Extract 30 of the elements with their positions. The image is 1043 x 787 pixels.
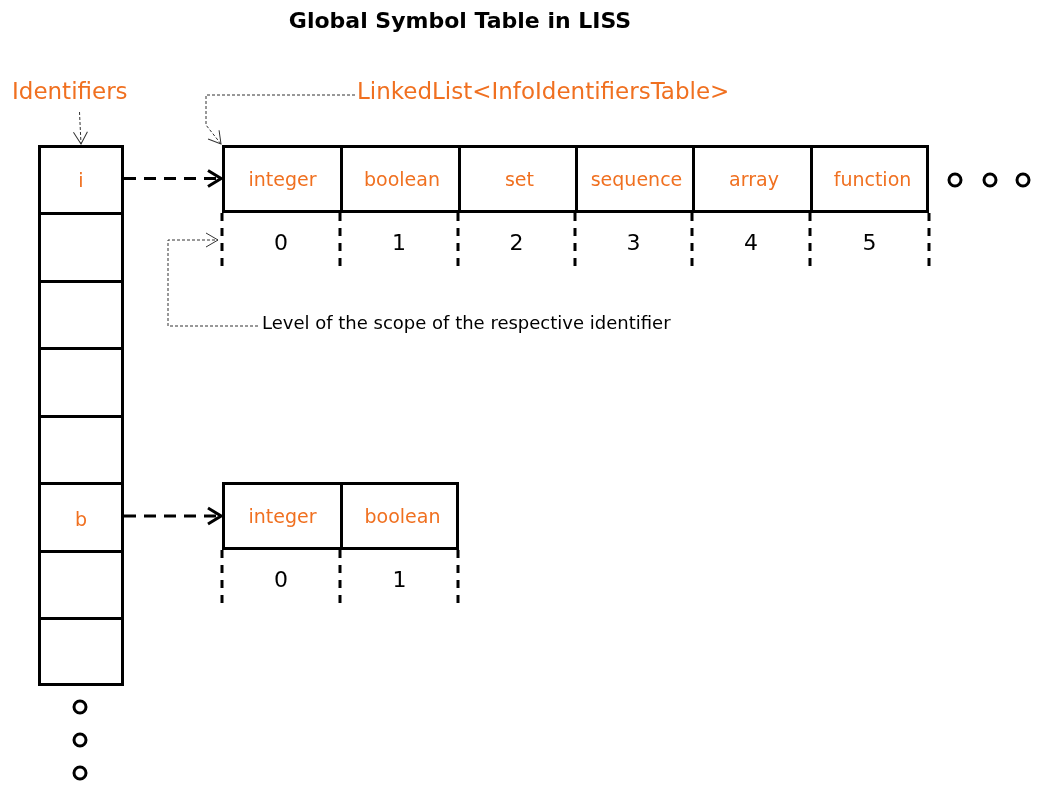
- leader-line: [205, 94, 356, 145]
- index-label: 1: [391, 230, 407, 255]
- type-cell: function: [810, 145, 932, 213]
- arrow: [124, 169, 223, 188]
- annotation-text: Level of the scope of the respective identifier: [262, 312, 822, 340]
- type-cell: boolean: [340, 145, 461, 213]
- linked-list: [222, 482, 459, 550]
- index-label: 4: [743, 230, 759, 255]
- arrow: [124, 506, 223, 526]
- type-cell: array: [692, 145, 813, 213]
- annotation-text: Identifiers: [12, 78, 147, 112]
- type-cell: sequence: [575, 145, 695, 213]
- index-label: 2: [508, 230, 525, 255]
- index-label: 1: [391, 567, 408, 592]
- type-cell: i: [38, 145, 124, 215]
- type-cell: integer: [222, 145, 343, 213]
- index-label: 0: [273, 567, 289, 592]
- annotation-text: LinkedList<InfoIdentifiersTable>: [357, 78, 797, 112]
- linked-list: [222, 145, 929, 213]
- type-cell: b: [38, 482, 124, 553]
- leader-line: [72, 111, 88, 145]
- type-cell: boolean: [340, 482, 462, 550]
- title: Global Symbol Table in LISS: [287, 8, 633, 33]
- index-label: 0: [273, 230, 289, 255]
- type-cell: integer: [222, 482, 343, 550]
- leader-line: [167, 232, 259, 327]
- type-cell: set: [458, 145, 578, 213]
- identifier-array: [38, 145, 124, 686]
- index-label: 3: [625, 230, 642, 255]
- index-label: 5: [861, 230, 878, 255]
